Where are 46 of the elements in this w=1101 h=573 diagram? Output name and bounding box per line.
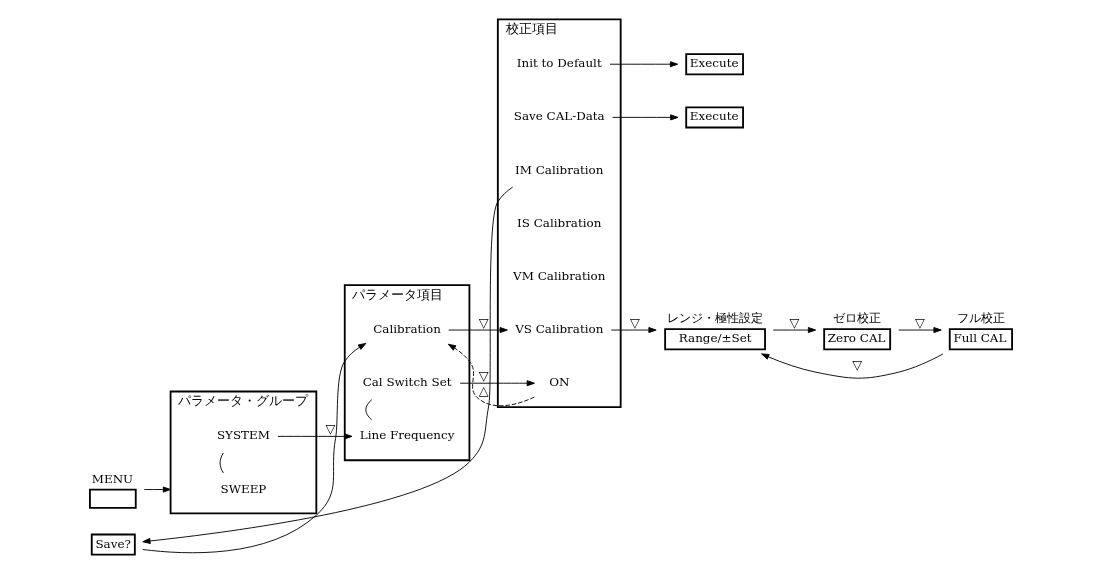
- node-label: ゼロ校正: [832, 311, 881, 326]
- edge-label: ▽: [914, 314, 925, 330]
- node-text: ON: [548, 375, 569, 390]
- connector: [219, 452, 224, 474]
- arrow: [141, 342, 366, 554]
- node-label: MENU: [91, 471, 133, 486]
- node-box: Execute: [684, 53, 744, 76]
- arrow: [143, 486, 171, 493]
- node-box: Full CAL: [948, 328, 1013, 351]
- node-text: IM Calibration: [514, 162, 603, 177]
- node-text: Calibration: [372, 322, 441, 337]
- node-text: SWEEP: [220, 481, 266, 496]
- edge-label: ▽: [478, 314, 489, 330]
- arrow: [276, 433, 352, 440]
- node-text: IS Calibration: [516, 215, 601, 230]
- arrow: [897, 327, 942, 334]
- node-text: SYSTEM: [216, 428, 270, 443]
- arrow: [447, 327, 508, 334]
- node-text: Init to Default: [516, 56, 602, 71]
- node-label: フル校正: [956, 311, 1005, 326]
- connector: [364, 399, 372, 421]
- edge-label: ▽: [629, 314, 640, 330]
- node-text: Line Frequency: [359, 428, 454, 443]
- arrow: [459, 380, 535, 387]
- node-text: VM Calibration: [512, 268, 605, 283]
- node-text: Save CAL-Data: [513, 109, 605, 124]
- edge-label: ▽: [851, 356, 862, 372]
- edge-label: ▽: [478, 367, 489, 383]
- node-label: レンジ・極性設定: [666, 311, 763, 326]
- arrow: [611, 114, 678, 121]
- node-text: Cal Switch Set: [362, 375, 452, 390]
- node-box: [88, 488, 137, 509]
- node-box: Execute: [684, 106, 744, 129]
- node-box: Zero CAL: [822, 328, 891, 351]
- edge-label: ▽: [325, 420, 335, 436]
- arrow: [610, 327, 657, 334]
- node-text: VS Calibration: [514, 322, 603, 337]
- arrow: [447, 343, 535, 407]
- arrow: [760, 353, 943, 379]
- node-box: Range/±Set: [663, 328, 766, 351]
- arrow: [772, 327, 816, 334]
- edge-label: △: [478, 383, 489, 399]
- edge-label: ▽: [788, 314, 799, 330]
- arrow: [141, 186, 513, 544]
- node-box: Save?: [90, 533, 136, 556]
- arrow: [609, 61, 678, 68]
